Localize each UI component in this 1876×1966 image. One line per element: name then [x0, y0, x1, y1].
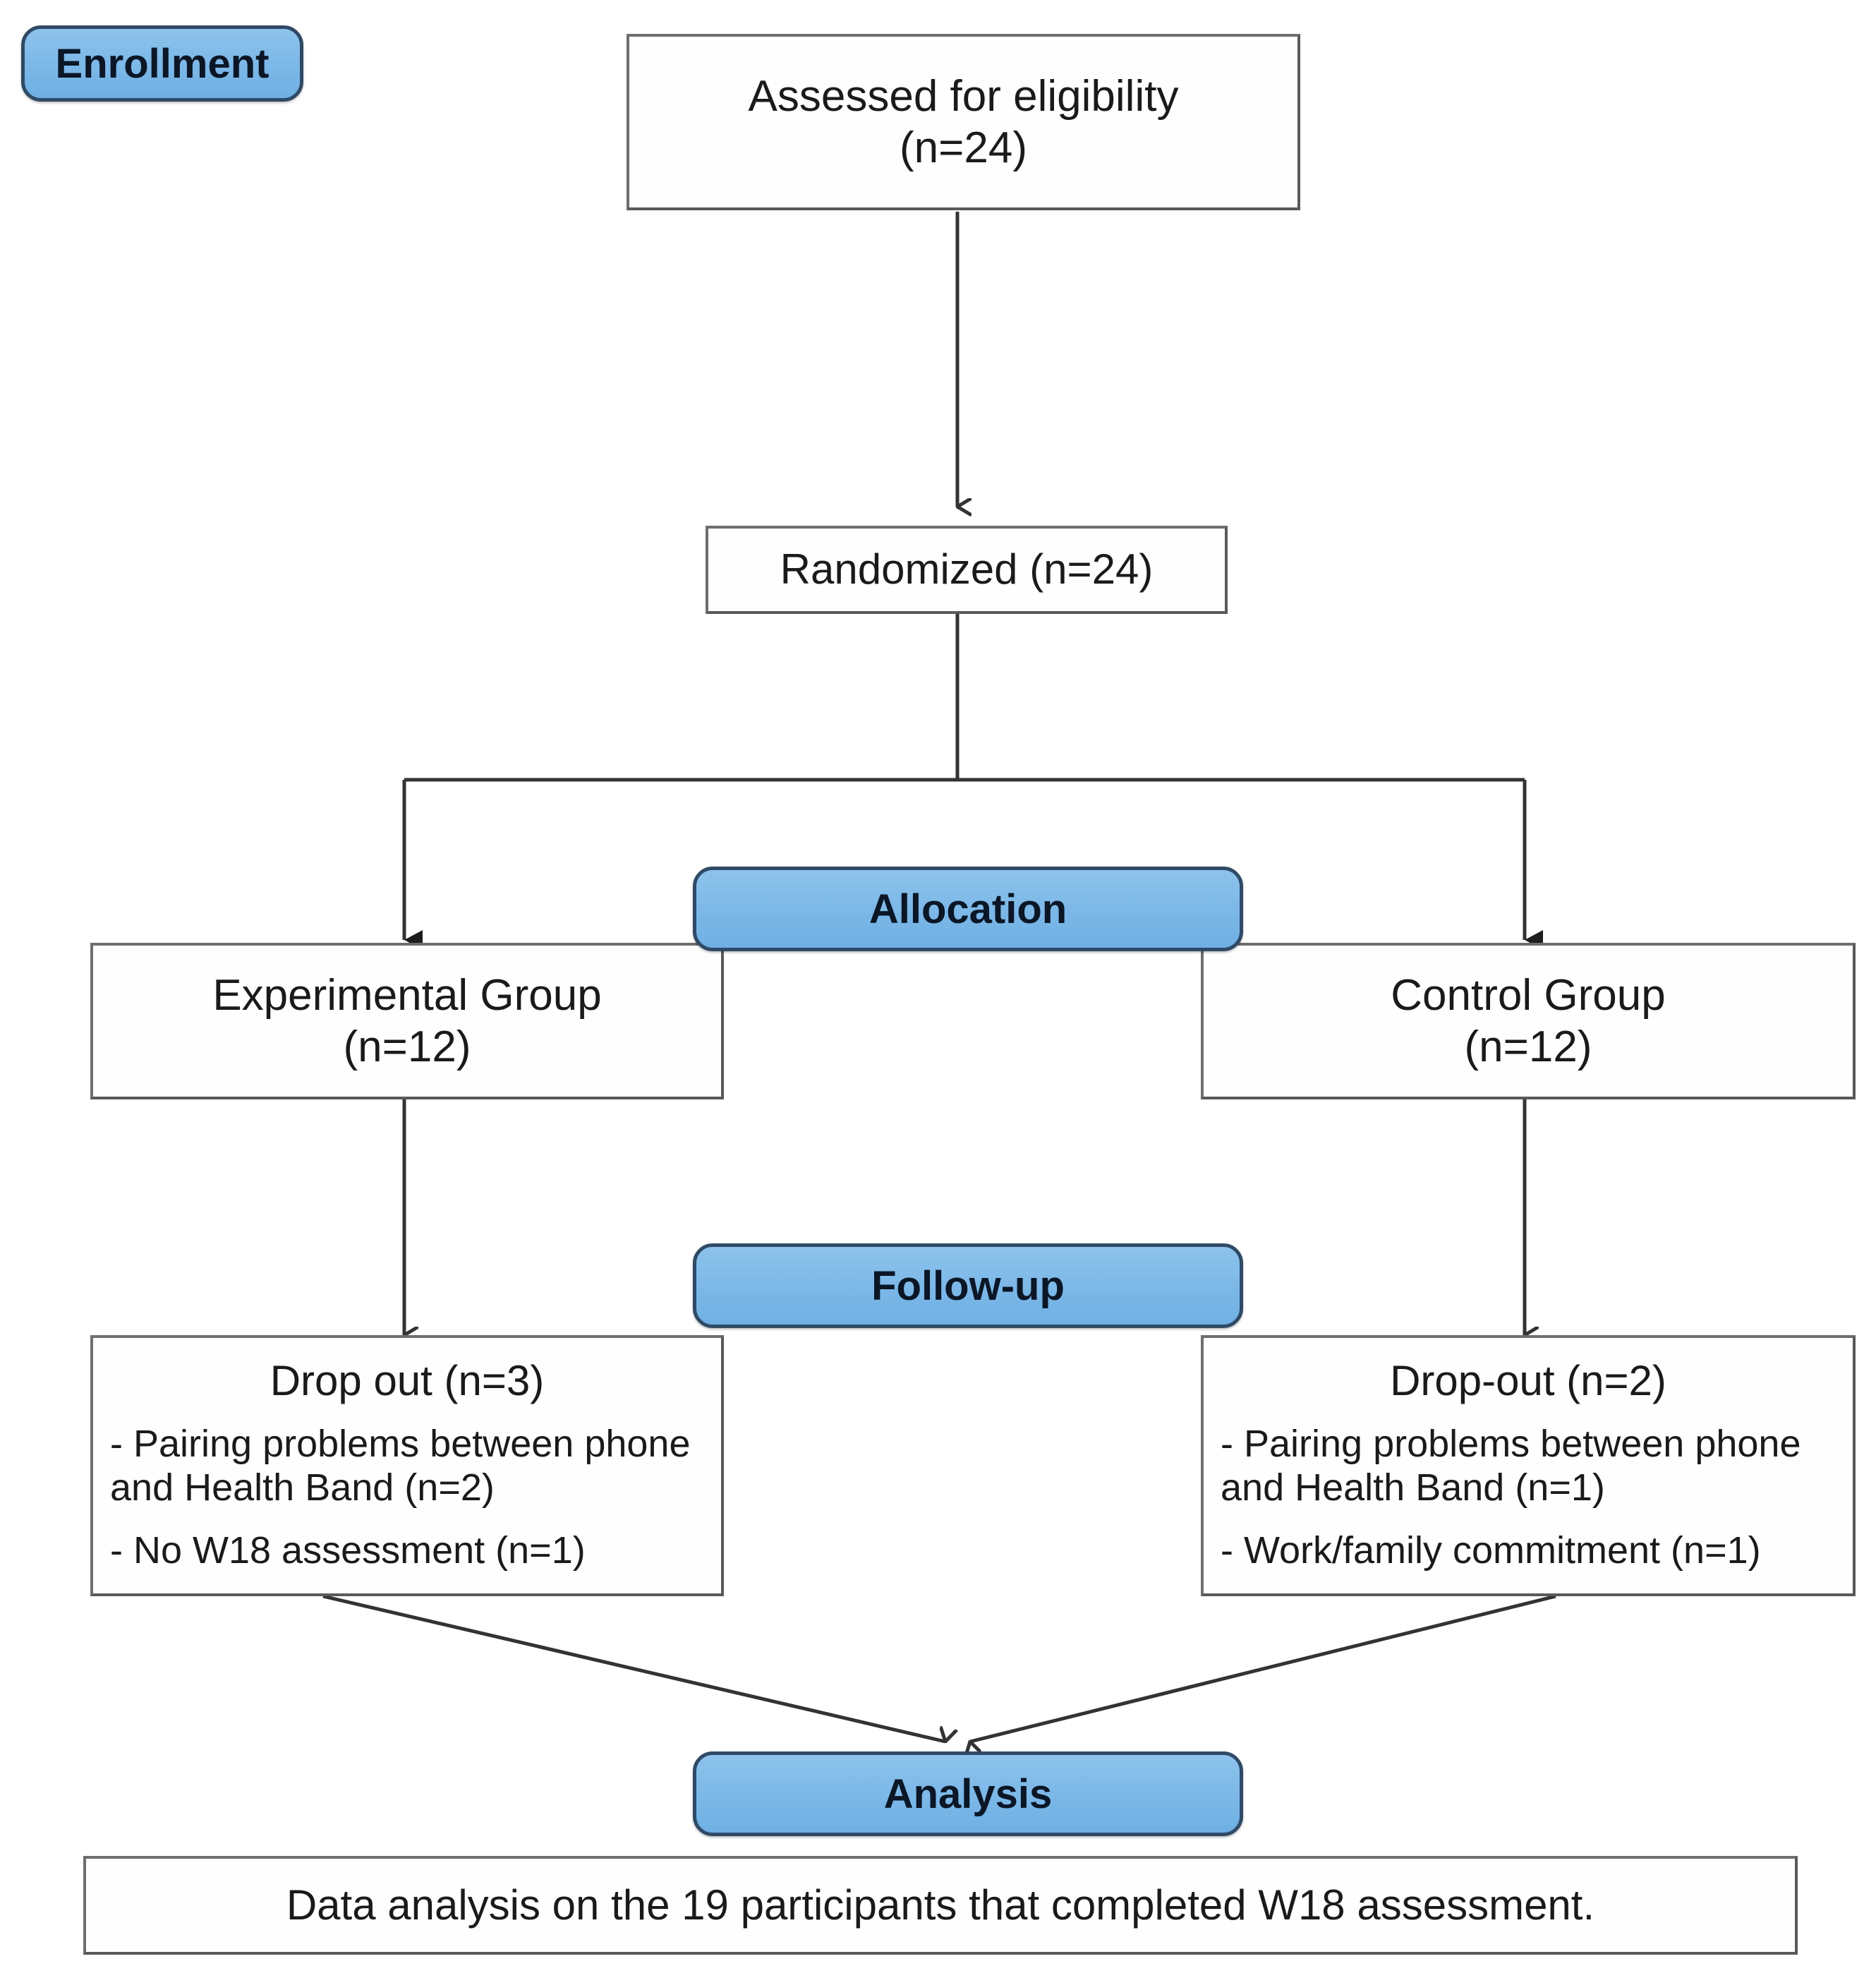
node-experimental-group: Experimental Group (n=12) — [90, 943, 724, 1099]
experimental-group-line-2: (n=12) — [343, 1023, 471, 1071]
dropout-experimental-reason-1: - Pairing problems between phone and Hea… — [110, 1422, 691, 1509]
dropout-experimental-title: Drop out (n=3) — [270, 1357, 545, 1404]
node-randomized: Randomized (n=24) — [706, 526, 1228, 614]
control-group-line-1: Control Group — [1391, 970, 1666, 1020]
node-dropout-experimental: Drop out (n=3) - Pairing problems betwee… — [90, 1335, 724, 1596]
stage-badge-enrollment[interactable]: Enrollment — [21, 25, 303, 102]
assessed-line-1: Assessed for eligibility — [748, 71, 1179, 121]
control-group-line-2: (n=12) — [1464, 1023, 1592, 1071]
stage-badge-followup-label: Follow-up — [871, 1262, 1065, 1309]
arrow-dropout-left-to-analysis — [322, 1594, 945, 1742]
final-analysis-line-1: Data analysis on the 19 participants tha… — [286, 1881, 1595, 1929]
node-assessed-for-eligibility: Assessed for eligibility (n=24) — [627, 34, 1300, 210]
assessed-line-2: (n=24) — [900, 123, 1027, 172]
randomized-line-1: Randomized (n=24) — [780, 545, 1154, 593]
stage-badge-allocation-label: Allocation — [869, 886, 1067, 932]
dropout-control-reason-2: - Work/family commitment (n=1) — [1221, 1529, 1761, 1572]
experimental-group-line-1: Experimental Group — [212, 970, 602, 1020]
stage-badge-followup[interactable]: Follow-up — [693, 1243, 1243, 1328]
node-dropout-control: Drop-out (n=2) - Pairing problems betwee… — [1201, 1335, 1856, 1596]
dropout-control-reason-1: - Pairing problems between phone and Hea… — [1221, 1422, 1801, 1509]
dropout-control-title: Drop-out (n=2) — [1390, 1357, 1666, 1404]
node-control-group: Control Group (n=12) — [1201, 943, 1856, 1099]
stage-badge-allocation[interactable]: Allocation — [693, 867, 1243, 951]
dropout-experimental-reason-2: - No W18 assessment (n=1) — [110, 1529, 586, 1572]
stage-badge-analysis[interactable]: Analysis — [693, 1751, 1243, 1836]
arrow-dropout-right-to-analysis — [970, 1594, 1556, 1742]
stage-badge-enrollment-label: Enrollment — [55, 40, 270, 87]
stage-badge-analysis-label: Analysis — [883, 1771, 1053, 1817]
node-final-analysis: Data analysis on the 19 participants tha… — [83, 1856, 1798, 1955]
